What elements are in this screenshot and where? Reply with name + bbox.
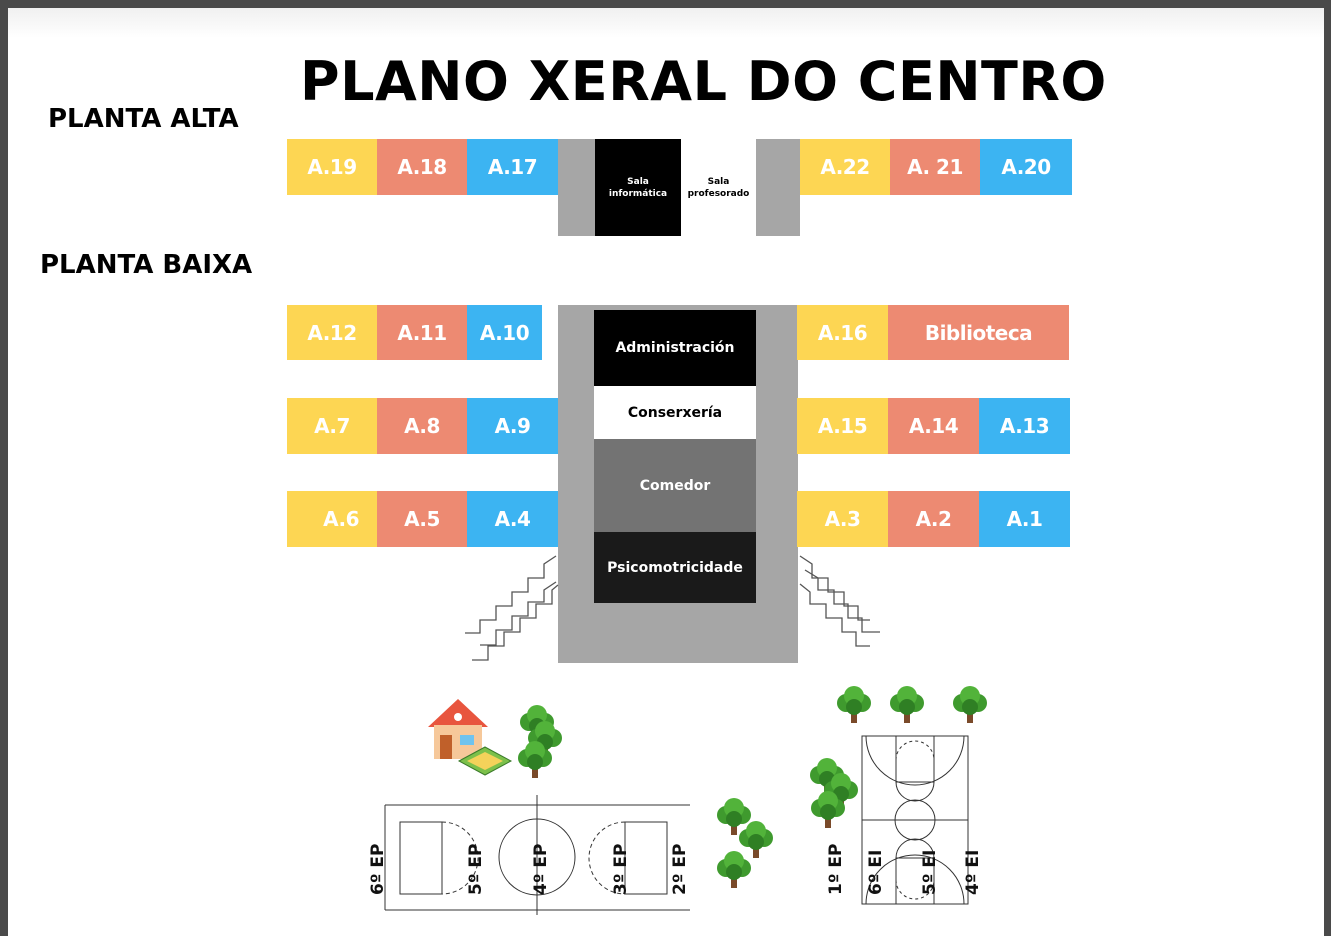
basketball-court bbox=[861, 735, 969, 905]
field-label-4ep: 4º EP bbox=[531, 843, 551, 895]
field-label-2ep: 2º EP bbox=[670, 843, 690, 895]
lower-floor-label: PLANTA BAIXA bbox=[40, 250, 253, 280]
sala-informatica: Sala informática bbox=[595, 139, 681, 236]
sala-profesorado-label: Sala profesorado bbox=[687, 176, 750, 199]
room-a20: A.20 bbox=[980, 139, 1072, 195]
house-icon bbox=[428, 699, 488, 759]
room-a6: A.6 bbox=[287, 491, 377, 547]
tree-icon bbox=[890, 686, 924, 723]
comedor-label: Comedor bbox=[639, 477, 711, 494]
conserxeria: Conserxería bbox=[594, 386, 756, 439]
room-a10: A.10 bbox=[467, 305, 542, 360]
upper-floor-label: PLANTA ALTA bbox=[48, 104, 239, 134]
sala-profesorado: Sala profesorado bbox=[681, 139, 756, 236]
field-label-5ep: 5º EP bbox=[466, 843, 486, 895]
room-a9: A.9 bbox=[467, 398, 558, 454]
room-a1: A.1 bbox=[979, 491, 1070, 547]
room-a19: A.19 bbox=[287, 139, 377, 195]
football-field bbox=[384, 795, 690, 915]
room-a5: A.5 bbox=[377, 491, 467, 547]
psicomotricidade-label: Psicomotricidade bbox=[607, 559, 743, 576]
tree-icon bbox=[717, 851, 751, 888]
field-label-6ep: 6º EP bbox=[368, 843, 388, 895]
room-a3: A.3 bbox=[797, 491, 888, 547]
tree-icon bbox=[837, 686, 871, 723]
upper-corridor-right bbox=[756, 139, 800, 236]
room-a2: A.2 bbox=[888, 491, 979, 547]
room-a21: A. 21 bbox=[890, 139, 980, 195]
room-a13: A.13 bbox=[979, 398, 1070, 454]
room-a12: A.12 bbox=[287, 305, 377, 360]
room-a15: A.15 bbox=[797, 398, 888, 454]
psicomotricidade: Psicomotricidade bbox=[594, 532, 756, 603]
room-a22: A.22 bbox=[800, 139, 890, 195]
field-label-3ep: 3º EP bbox=[611, 843, 631, 895]
room-a8: A.8 bbox=[377, 398, 467, 454]
comedor: Comedor bbox=[594, 439, 756, 532]
room-a18: A.18 bbox=[377, 139, 467, 195]
sala-informatica-label: Sala informática bbox=[608, 176, 668, 199]
court-label-6ei: 6º EI bbox=[866, 849, 886, 895]
court-label-1ep: 1º EP bbox=[826, 843, 846, 895]
room-a4: A.4 bbox=[467, 491, 558, 547]
administracion: Administración bbox=[594, 310, 756, 386]
court-label-5ei: 5º EI bbox=[920, 849, 940, 895]
room-a17: A.17 bbox=[467, 139, 558, 195]
room-a14: A.14 bbox=[888, 398, 979, 454]
room-a11: A.11 bbox=[377, 305, 467, 360]
page-top-shade bbox=[8, 8, 1324, 38]
administracion-label: Administración bbox=[615, 340, 735, 356]
room-a16: A.16 bbox=[797, 305, 888, 360]
court-label-4ei: 4º EI bbox=[963, 849, 983, 895]
room-a7: A.7 bbox=[287, 398, 377, 454]
upper-corridor-left bbox=[558, 139, 595, 236]
conserxeria-label: Conserxería bbox=[627, 404, 723, 421]
tree-icon bbox=[739, 821, 773, 858]
tree-icon bbox=[953, 686, 987, 723]
sandbox-icon bbox=[457, 746, 513, 776]
stairs-left bbox=[465, 555, 559, 661]
room-biblioteca: Biblioteca bbox=[888, 305, 1069, 360]
stairs-right bbox=[799, 555, 880, 647]
page-title: PLANO XERAL DO CENTRO bbox=[300, 50, 1107, 113]
